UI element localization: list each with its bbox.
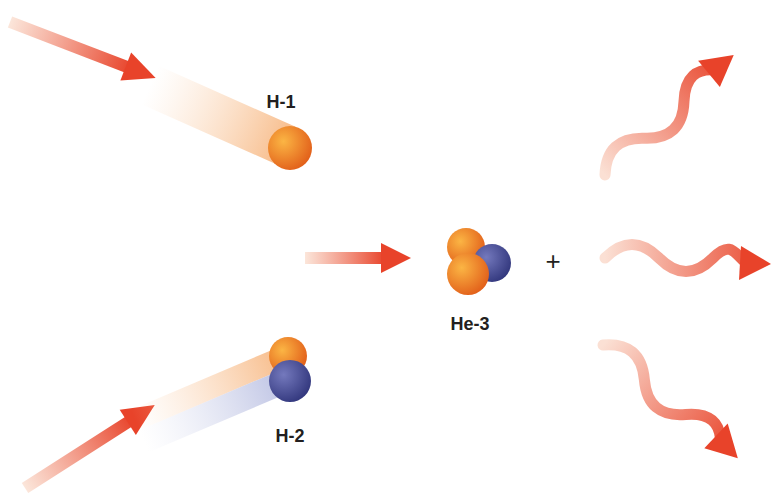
plus-sign: + [545,246,560,277]
isotope-label: He-3 [450,314,489,335]
gamma-ray [591,40,743,185]
isotope-label: H-1 [266,92,295,113]
reaction-arrow [305,243,411,273]
gamma-ray [605,245,771,281]
proton [447,253,489,295]
incoming-arrow [5,8,161,92]
proton [268,126,312,170]
gamma-ray [594,330,751,469]
neutron [269,360,311,402]
isotope-label: H-2 [275,426,304,447]
